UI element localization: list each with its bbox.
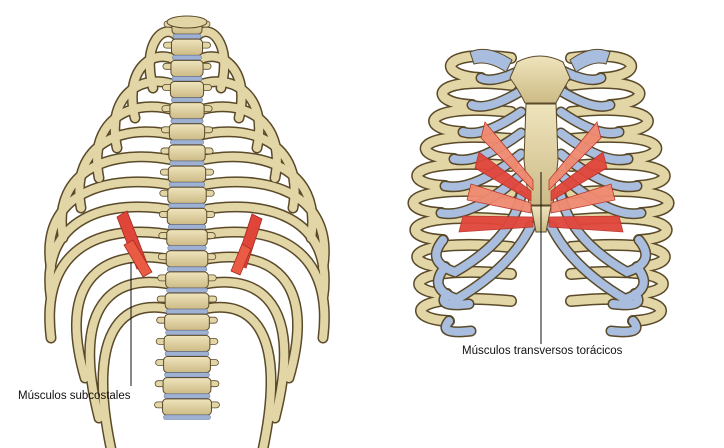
costal-cartilage-fill [609, 290, 642, 309]
transversus-thoracis-slip [474, 151, 532, 202]
rib-fill [128, 52, 181, 122]
rib-fill [416, 294, 516, 326]
vertebra [166, 207, 208, 226]
rib-fill [75, 127, 181, 212]
transversus-thoracis-muscles [458, 121, 624, 233]
costal-cartilage [545, 220, 650, 306]
rib-fill [193, 278, 289, 422]
costal-cartilage-fill [442, 317, 475, 336]
rib-fill [72, 253, 181, 382]
transversus-thoracis-slip [548, 121, 602, 191]
rib-fill [193, 202, 329, 302]
rib-fill [412, 240, 516, 272]
vertebra [167, 165, 207, 183]
rib-fill [193, 303, 275, 448]
subcostal-muscles [116, 210, 263, 278]
transversus-thoracis-slip [458, 215, 534, 233]
intervertebral-disc [170, 139, 204, 145]
sternum [469, 48, 611, 233]
vertebra [165, 271, 209, 289]
intervertebral-disc [168, 203, 206, 209]
intervertebral-disc [171, 97, 203, 103]
rib-fill [99, 303, 181, 448]
intervertebral-disc [164, 351, 210, 357]
vertebra [164, 313, 210, 331]
vertebra [162, 398, 212, 416]
subcostal-muscle-left-lower [123, 239, 153, 278]
intervertebral-disc [167, 224, 207, 230]
vertebra [166, 229, 208, 247]
transversus-thoracis-slip [480, 121, 534, 191]
vertebra [164, 292, 210, 310]
intervertebral-disc [172, 55, 202, 61]
intervertebral-disc [165, 330, 209, 336]
clavicle-left-stub [469, 48, 513, 73]
rib-fill [566, 267, 668, 299]
rib-fill [193, 227, 329, 342]
costal-cartilage-fill [607, 317, 640, 336]
rib-fill [45, 227, 181, 342]
costal-cartilage [432, 220, 537, 306]
vertebral-column [154, 15, 220, 420]
rib-fill [193, 177, 329, 272]
rib-fill [45, 202, 181, 302]
vertebra [167, 186, 207, 204]
rib-fill [85, 278, 181, 422]
costal-cartilage-fill [547, 222, 648, 304]
vertebra [163, 334, 211, 353]
intervertebral-disc [172, 33, 202, 39]
vertebra [169, 80, 205, 99]
costal-cartilage-fill [557, 87, 614, 111]
rib-fill [566, 240, 670, 272]
transversus-thoracis-slip [550, 151, 608, 202]
intervertebral-disc [164, 372, 210, 378]
label-transversus-thoracis-muscles: Músculos transversos torácicos [462, 345, 623, 357]
intervertebral-disc [167, 245, 207, 251]
vertebral-ring [166, 15, 208, 29]
vertebra [162, 377, 212, 395]
posterior-rib-cage [44, 26, 330, 448]
intervertebral-disc [170, 118, 204, 124]
intervertebral-disc [165, 308, 209, 315]
intervertebral-disc [166, 287, 208, 293]
vertebra [165, 250, 209, 268]
vertebra [170, 38, 204, 56]
rib-fill [193, 77, 263, 152]
vertebra [170, 59, 204, 77]
vertebra [163, 356, 211, 374]
subcostal-muscle-right-lower [230, 243, 252, 276]
vertebra [168, 144, 206, 162]
intervertebral-disc [169, 160, 205, 166]
clavicle-right-stub [569, 48, 611, 73]
costal-cartilage-fill [468, 87, 525, 111]
rib-fill [111, 77, 181, 152]
rib-fill [193, 52, 246, 122]
transversus-thoracis-slip [466, 183, 532, 214]
rib-fill [193, 253, 302, 382]
intervertebral-disc [163, 393, 211, 399]
intervertebral-disc [169, 181, 205, 188]
costal-cartilage-fill [434, 222, 535, 304]
label-subcostal-muscles: Músculos subcostales [18, 390, 131, 402]
vertebra [168, 123, 206, 141]
costal-cartilage-fill [440, 290, 473, 309]
intervertebral-disc [166, 266, 208, 272]
manubrium [509, 55, 571, 104]
transversus-thoracis-slip [548, 215, 624, 233]
rib-fill [566, 294, 666, 326]
rib-fill [193, 127, 299, 212]
intervertebral-disc [163, 414, 211, 420]
transversus-thoracis-slip [550, 183, 616, 214]
intervertebral-disc [171, 76, 203, 82]
rib-fill [414, 267, 516, 299]
rib-fill [45, 177, 181, 272]
vertebra [169, 102, 205, 120]
